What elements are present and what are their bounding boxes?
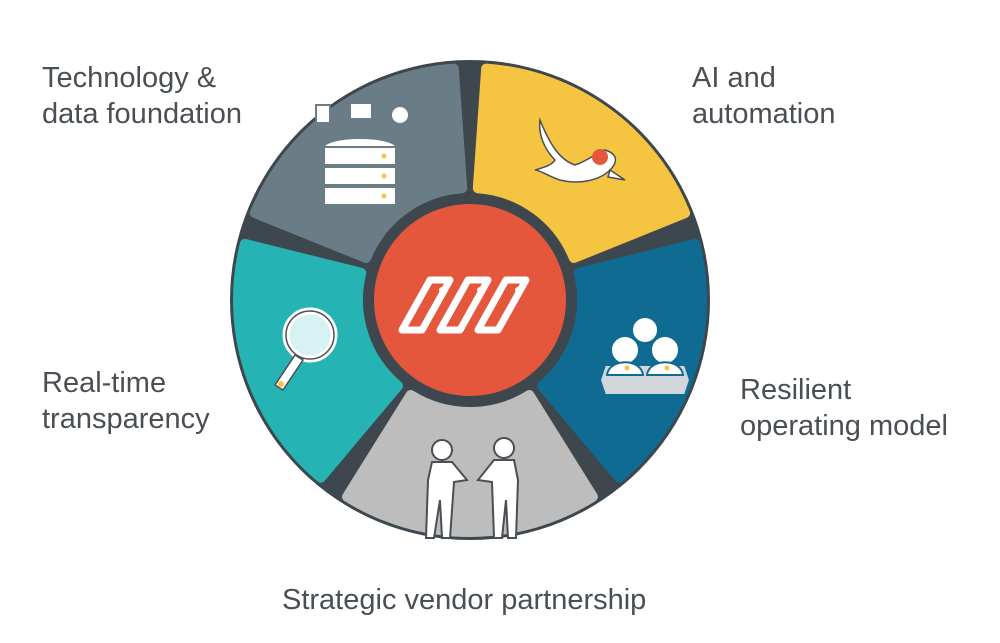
label-tech: Technology & data foundation bbox=[42, 62, 242, 130]
magnifier-icon bbox=[273, 307, 338, 392]
handshake-icon bbox=[424, 437, 520, 539]
center-hub bbox=[374, 204, 566, 396]
logo-mark bbox=[398, 276, 530, 334]
label-transparency: Real-time transparency bbox=[42, 367, 210, 435]
database-icon bbox=[315, 102, 410, 206]
label-resilient: Resilient operating model bbox=[740, 374, 948, 442]
team-gear-icon bbox=[598, 316, 692, 396]
label-vendor: Strategic vendor partnership bbox=[282, 584, 647, 616]
bird-icon bbox=[534, 117, 626, 183]
segment-vendor bbox=[342, 389, 598, 537]
label-ai: AI and automation bbox=[692, 62, 836, 130]
